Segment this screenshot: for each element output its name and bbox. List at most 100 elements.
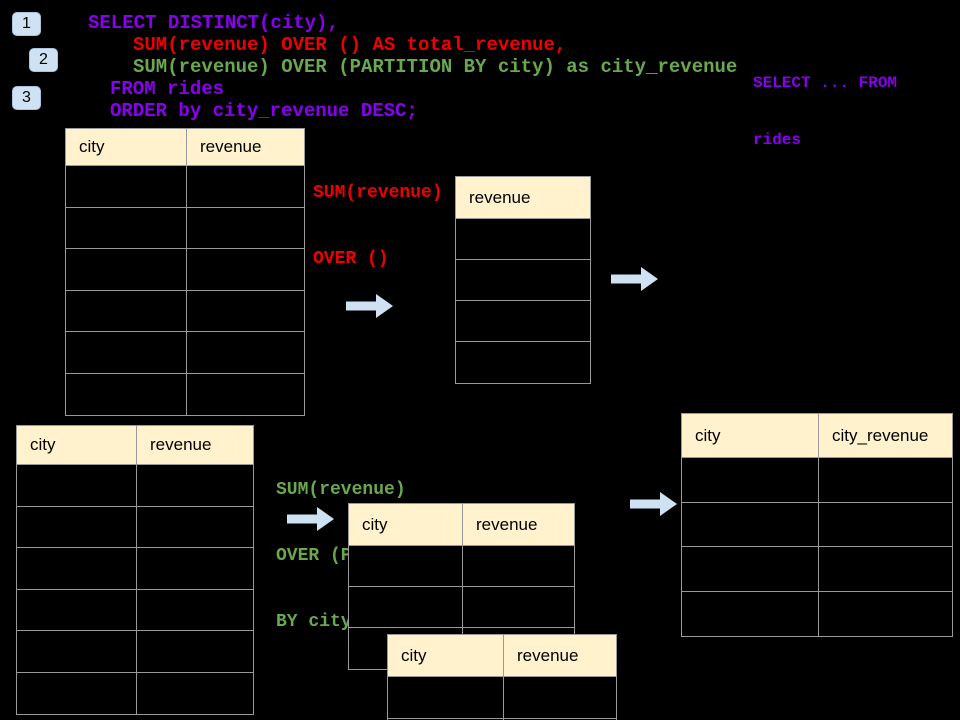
column-header-city: city [66,129,187,165]
table-cell [17,672,137,714]
table-cell [137,548,253,589]
column-header-revenue: revenue [463,504,574,545]
flow-arrow-shape [346,294,393,318]
table-row [17,672,253,715]
table-row [456,219,590,260]
table-row [66,373,304,416]
sql-line-select: SELECT DISTINCT(city), [88,12,339,34]
table-cell [17,465,137,506]
table-row [66,290,304,332]
table-cell [187,332,304,373]
table-row [17,548,253,590]
table-row [456,301,590,342]
note-line-1: SELECT ... FROM [753,74,898,92]
column-header-revenue: revenue [456,177,590,218]
sql-line-order: ORDER by city_revenue DESC; [110,100,418,122]
table-header-row: city revenue [66,129,304,166]
flow-arrow-shape [611,267,658,291]
table-cell [137,465,253,506]
table-cell [137,631,253,672]
table-cell [137,507,253,548]
flow-arrow-3 [287,507,334,531]
source-table-top: city revenue [65,128,305,416]
table-cell [819,458,952,502]
result-table: city city_revenue [681,413,953,637]
flow-arrow-shape [287,507,334,531]
note-line-2: rides [753,131,802,149]
table-header-row: city revenue [349,504,574,546]
table-cell [682,591,819,636]
flow-arrow-2 [611,267,658,291]
table-header-row: city revenue [388,635,616,677]
flow-arrow-shape [630,492,677,516]
column-header-city: city [388,635,504,676]
table-row [682,502,952,547]
table-cell [66,332,187,373]
table-cell [17,506,137,547]
annotation-over-all-line-1: SUM(revenue) [313,183,443,203]
sql-line-sum-over: SUM(revenue) OVER () AS total_revenue, [133,34,567,56]
table-cell [66,166,187,207]
annotation-over-all-line-2: OVER () [313,249,389,269]
table-cell [349,587,463,627]
table-header-row: city city_revenue [682,414,952,458]
column-header-revenue: revenue [137,426,253,464]
table-cell [66,249,187,290]
step-badge-2: 2 [29,48,58,72]
flow-arrow-1 [346,294,393,318]
table-cell [456,260,590,300]
note-select-from: SELECT ... FROM rides [753,36,897,188]
table-row [17,465,253,507]
annotation-over-all: SUM(revenue) OVER () [313,138,443,314]
table-row [66,207,304,249]
table-header-row: revenue [456,177,590,219]
table-cell [456,342,590,383]
annotation-over-partition-line-1: SUM(revenue) [276,480,406,500]
source-table-bottom: city revenue [16,425,254,715]
table-cell [819,592,952,637]
table-cell [137,673,253,715]
table-cell [187,208,304,249]
table-header-row: city revenue [17,426,253,465]
table-row [456,260,590,301]
table-cell [17,548,137,589]
column-header-city-revenue: city_revenue [819,414,952,457]
table-row [66,249,304,291]
table-row [17,631,253,673]
column-header-city: city [682,414,819,457]
table-cell [504,677,616,718]
table-cell [66,207,187,248]
table-row [682,458,952,503]
table-cell [17,589,137,630]
flow-arrow-4 [630,492,677,516]
table-cell [137,590,253,631]
sql-line-from: FROM rides [110,78,225,100]
table-cell [187,166,304,207]
partition-table-front: city revenue [387,634,617,720]
sql-line-partition: SUM(revenue) OVER (PARTITION BY city) as… [133,56,738,78]
table-cell [349,546,463,586]
column-header-city: city [17,426,137,464]
column-header-revenue: revenue [187,129,304,165]
table-cell [682,547,819,591]
table-row [17,506,253,548]
table-cell [66,290,187,331]
table-cell [187,291,304,332]
table-cell [187,374,304,416]
table-cell [463,546,574,586]
column-header-city: city [349,504,463,545]
step-badge-3: 3 [12,86,41,110]
table-row [682,591,952,637]
table-cell [388,677,504,718]
step-badge-1: 1 [12,12,41,36]
table-cell [682,458,819,502]
table-row [349,587,574,628]
table-cell [463,587,574,627]
table-row [388,677,616,719]
table-cell [456,219,590,259]
table-cell [456,301,590,341]
table-row [17,589,253,631]
table-row [66,166,304,208]
table-cell [819,503,952,547]
